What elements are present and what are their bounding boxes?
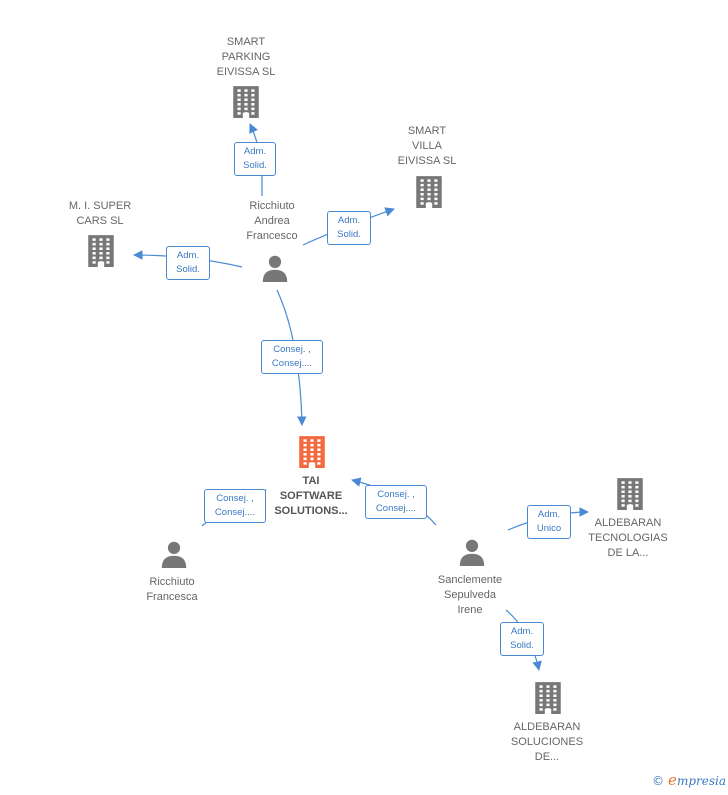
person-icon[interactable] [458,538,486,571]
edge-role-label[interactable]: Adm. Solid. [327,211,371,245]
building-icon[interactable] [84,233,118,272]
brand-name: mpresia [676,774,726,788]
edge-role-label[interactable]: Consej. , Consej.... [204,489,266,523]
node-label[interactable]: Ricchiuto Andrea Francesco [246,200,298,242]
copyright-symbol: © [652,774,665,788]
edge-role-label[interactable]: Adm. Unico [527,505,571,539]
node-label[interactable]: TAI SOFTWARE SOLUTIONS... [274,475,348,517]
node-label[interactable]: ALDEBARAN TECNOLOGIAS DE LA... [588,517,668,559]
edge-role-label[interactable]: Adm. Solid. [234,142,276,176]
edge-role-label[interactable]: Adm. Solid. [166,246,210,280]
node-label[interactable]: Sanclemente Sepulveda Irene [437,574,503,616]
building-icon[interactable] [295,434,329,473]
node-label[interactable]: SMART PARKING EIVISSA SL [216,36,276,78]
building-icon[interactable] [412,174,446,213]
edge-role-label[interactable]: Consej. , Consej.... [365,485,427,519]
brand-initial: e [668,771,677,789]
person-icon[interactable] [261,254,289,287]
node-label[interactable]: M. I. SUPER CARS SL [68,200,132,227]
edge-role-label[interactable]: Adm. Solid. [500,622,544,656]
footer-credit[interactable]: ©empresia [652,771,726,789]
building-icon[interactable] [229,84,263,123]
edge-role-label[interactable]: Consej. , Consej.... [261,340,323,374]
node-label[interactable]: SMART VILLA EIVISSA SL [397,125,457,167]
building-icon[interactable] [613,476,647,515]
person-icon[interactable] [160,540,188,573]
node-label[interactable]: ALDEBARAN SOLUCIONES DE... [510,721,584,763]
building-icon[interactable] [531,680,565,719]
node-label[interactable]: Ricchiuto Francesca [146,576,198,603]
